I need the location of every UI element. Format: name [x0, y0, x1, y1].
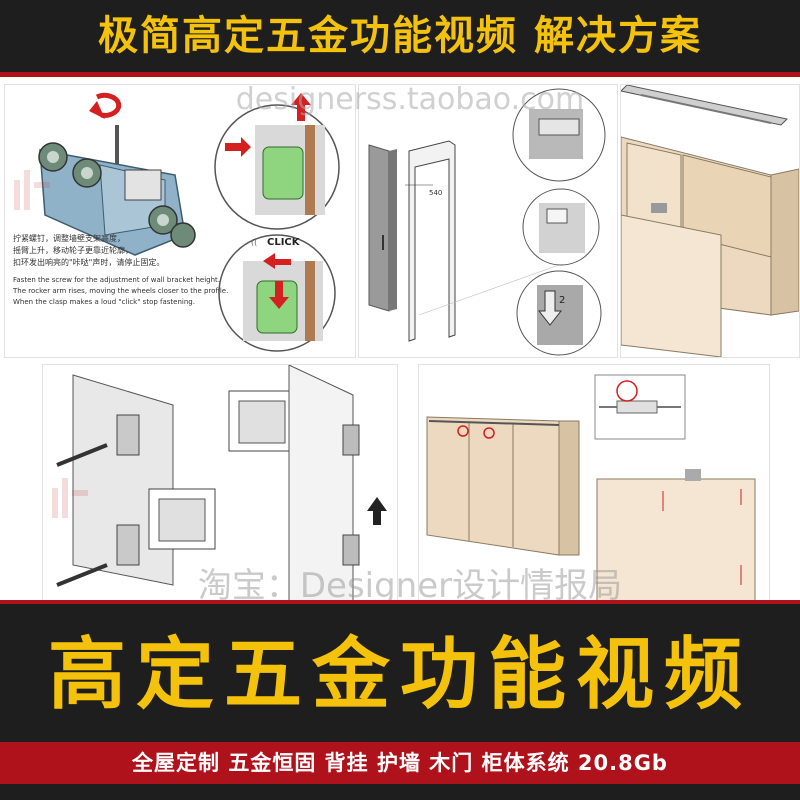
panel-sliding-cabinet [418, 364, 770, 602]
fold-hinge-illustration [56, 365, 387, 601]
panel-roller-bracket: (( CLICK 拧紧螺钉，调整墙壁支架高度， 摇臂上升，移动轮子更靠近轮廓， … [4, 84, 356, 358]
panel-cabinet-rail [620, 84, 800, 358]
roller-bracket-illustration: (( CLICK [38, 92, 340, 352]
bottom-red-rule [0, 600, 800, 605]
watermark-shop: 淘宝：Designer设计情报局 [197, 566, 623, 606]
svg-text:((: (( [251, 238, 257, 247]
caption-cn-1: 拧紧螺钉，调整墙壁支架高度， [13, 234, 125, 243]
footer-strip [0, 742, 800, 784]
big-title: 高定五金功能视频 [47, 630, 752, 720]
watermark-logo-center [52, 478, 92, 518]
watermark-url: designerss.taobao.com [235, 82, 585, 117]
cabinet-rail-illustration [621, 85, 799, 357]
watermark-logo-left [14, 170, 54, 210]
caption-en-2: The rocker arm rises, moving the wheels … [13, 287, 229, 295]
door-frame-illustration: 540 2 [368, 88, 606, 356]
step-label: 2 [559, 295, 565, 306]
panel-fold-hinge [42, 364, 398, 602]
caption-en-1: Fasten the screw for the adjustment of w… [13, 276, 221, 284]
dim-label: 540 [429, 189, 442, 197]
top-banner [0, 0, 800, 72]
caption-cn-3: 扣环发出响亮的"咔哒"声时，请停止固定。 [13, 258, 165, 267]
footer-text: 全屋定制 五金恒固 背挂 护墙 木门 柜体系统 20.8Gb [132, 751, 668, 775]
header-title: 极简高定五金功能视频 解决方案 [98, 13, 702, 59]
click-label: CLICK [267, 237, 301, 248]
caption-cn-2: 摇臂上升，移动轮子更靠近轮廓， [13, 246, 133, 255]
sliding-cabinet-illustration [426, 374, 756, 601]
caption-en-3: When the clasp makes a loud "click" stop… [13, 298, 195, 306]
panel-door-frame: 540 2 [358, 84, 618, 358]
top-red-rule [0, 72, 800, 77]
